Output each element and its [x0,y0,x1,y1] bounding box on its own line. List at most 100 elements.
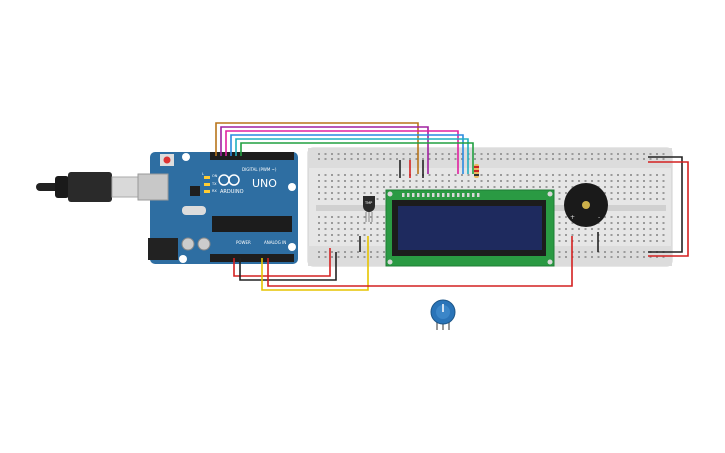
breadboard-hole [591,180,593,182]
breadboard-hole [565,192,567,194]
breadboard-hole [448,174,450,176]
breadboard-hole [591,256,593,258]
piezo-buzzer[interactable]: + - [564,183,608,227]
wire-orange[interactable] [215,122,419,174]
breadboard-hole [604,174,606,176]
breadboard-hole [558,256,561,258]
capacitor-2 [197,237,211,251]
breadboard-hole [662,153,665,155]
breadboard-hole [630,153,632,155]
signal-wires [215,122,474,174]
wire-magenta[interactable] [225,130,459,174]
lcd-pin [432,193,435,197]
breadboard-hole [487,153,489,155]
breadboard-hole [623,234,626,236]
lcd-pin [452,193,455,197]
breadboard-hole [370,186,372,188]
resistor[interactable] [474,164,479,178]
breadboard-hole [558,180,561,182]
lcd-pin [422,193,425,197]
breadboard-hole [370,251,372,253]
breadboard-hole [604,180,606,182]
breadboard-hole [500,186,502,188]
breadboard-hole [357,251,359,253]
breadboard-hole [578,180,580,182]
usb-cable[interactable] [36,172,141,202]
tx-label: TX [211,182,217,186]
breadboard-hole [532,174,535,176]
breadboard-hole [324,256,327,258]
breadboard-hole [337,240,340,242]
breadboard-hole [454,186,457,188]
breadboard-hole [461,153,463,155]
breadboard-hole [357,153,359,155]
potentiometer[interactable] [430,299,456,330]
breadboard-hole [578,174,580,176]
arduino-uno-board[interactable]: ARDUINO UNO DIGITAL (PWM ~) POWER ANALOG… [137,152,298,264]
breadboard-hole [415,153,418,155]
breadboard-hole [604,222,606,224]
breadboard-hole [584,240,587,242]
breadboard-hole [454,153,457,155]
breadboard-hole [467,174,470,176]
breadboard-hole [357,240,359,242]
breadboard-hole [344,198,346,200]
breadboard-hole [532,158,535,160]
breadboard-hole [636,251,639,253]
breadboard-hole [337,256,340,258]
wire-rail-red[interactable] [648,161,689,257]
breadboard-hole [545,186,548,188]
breadboard-hole [357,228,359,230]
breadboard-hole [604,240,606,242]
breadboard-hole [480,186,483,188]
breadboard-hole [636,153,639,155]
breadboard-hole [357,192,359,194]
breadboard-hole [591,240,593,242]
breadboard-hole [558,222,561,224]
breadboard-hole [402,174,405,176]
breadboard-hole [350,234,353,236]
breadboard-hole [643,251,645,253]
wire-signal-yellow[interactable] [261,236,369,291]
temperature-sensor[interactable]: TMP [363,196,375,222]
breadboard-hole [428,186,431,188]
breadboard-hole [649,158,652,160]
wire-blue[interactable] [230,134,464,174]
breadboard-hole [578,158,580,160]
breadboard-hole [610,234,613,236]
breadboard-hole [383,153,385,155]
wire-buzzer-red[interactable] [267,236,573,287]
breadboard-hole [363,216,366,218]
breadboard-hole [643,180,645,182]
wire-5v-red[interactable] [233,248,331,277]
wire-gnd-black[interactable] [239,252,337,281]
wire-rail-black[interactable] [648,156,683,253]
breadboard-hole [344,174,346,176]
lcd-display[interactable] [385,189,555,267]
breadboard-hole [441,186,444,188]
breadboard-hole [396,186,398,188]
breadboard-hole [526,174,528,176]
breadboard-hole [474,158,476,160]
breadboard-hole [376,228,379,230]
breadboard-hole [526,153,528,155]
breadboard-hole [344,251,346,253]
wire-cyan[interactable] [235,138,469,174]
lcd-pin [402,193,405,197]
wire-purple[interactable] [220,126,429,174]
breadboard-hole [461,186,463,188]
breadboard-hole [636,240,639,242]
breadboard-hole [331,240,333,242]
lcd-pin [427,193,430,197]
breadboard-hole [415,186,418,188]
breadboard-hole [519,158,522,160]
breadboard-hole [318,198,320,200]
breadboard-hole [409,153,411,155]
breadboard-hole [487,158,489,160]
reset-button-cap[interactable] [163,156,171,164]
breadboard-hole [636,174,639,176]
breadboard-hole [519,153,522,155]
wire-green[interactable] [240,142,474,174]
breadboard-hole [428,174,431,176]
breadboard-hole [344,153,346,155]
